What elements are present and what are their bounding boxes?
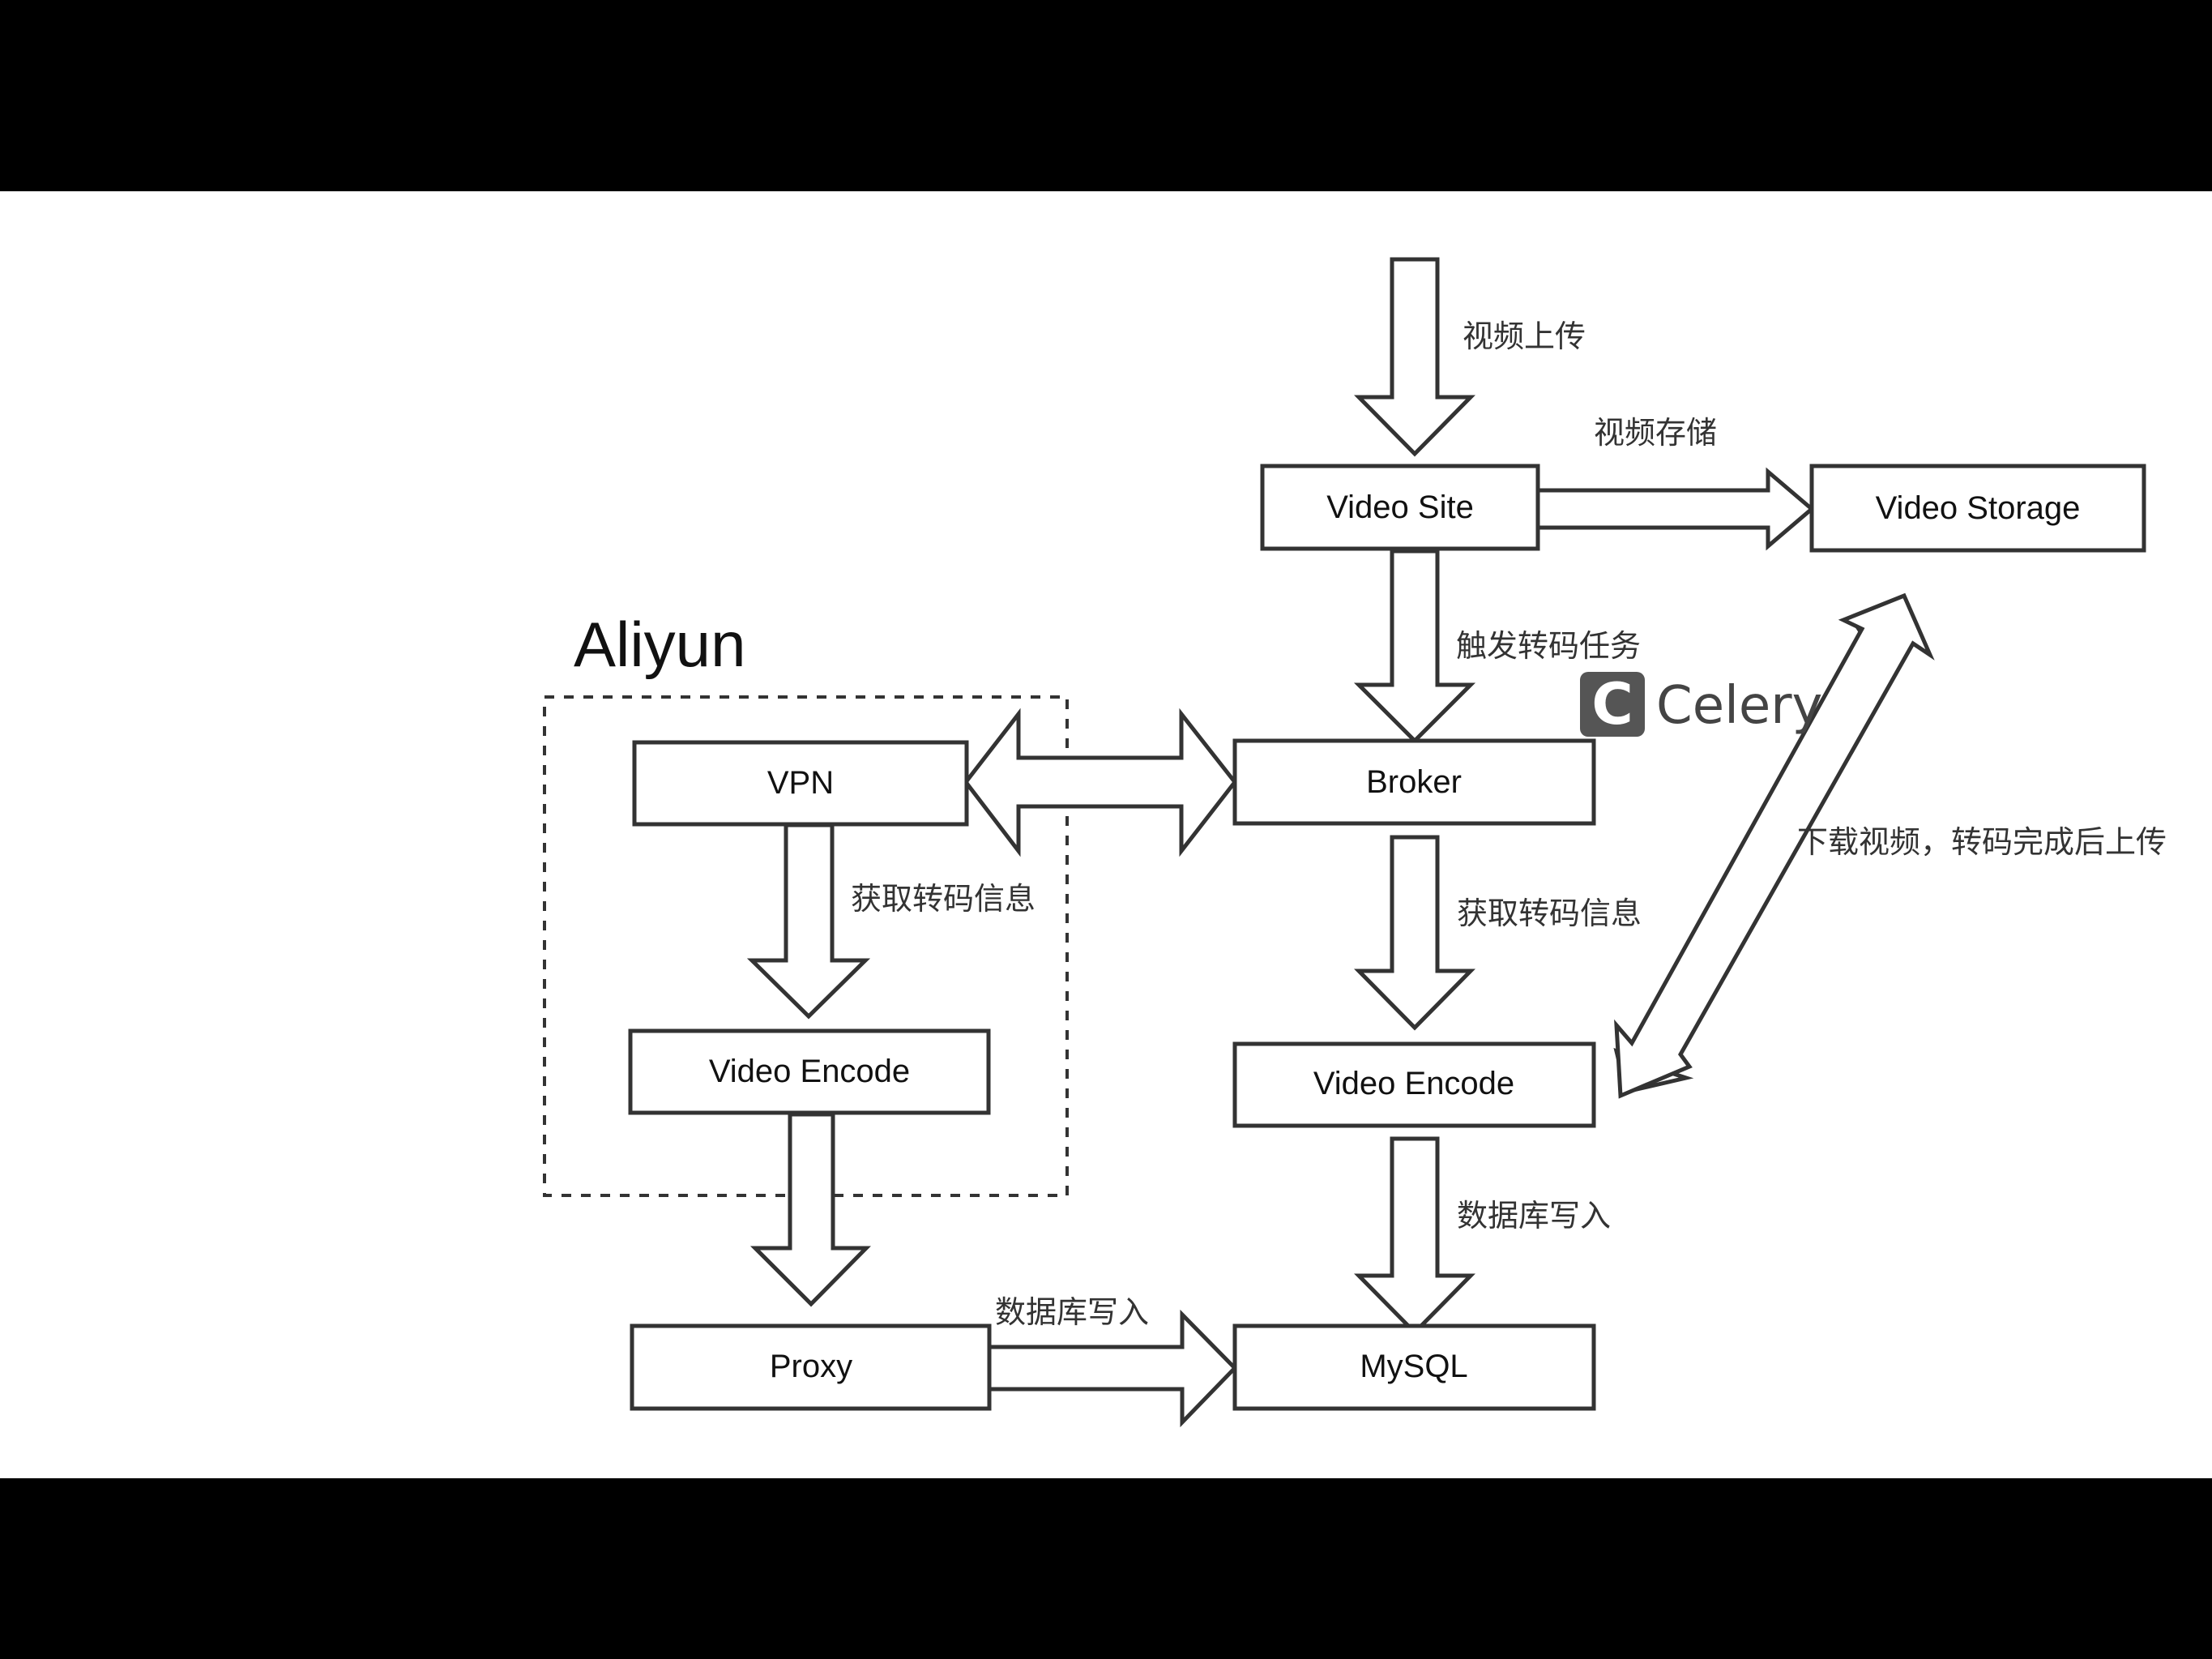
node-video-storage: [1809, 464, 2146, 553]
fetch-aliyun-arrow: [746, 823, 871, 1020]
video-site-label: Video Site: [1326, 490, 1474, 525]
trigger-arrow: [1353, 549, 1476, 744]
edge-label-fetch-aliyun: 获取转码信息: [851, 881, 1036, 917]
node-mysql: [1232, 1323, 1596, 1411]
node-proxy: [630, 1323, 992, 1411]
db-write-proxy-arrow: [987, 1309, 1238, 1428]
video-encode-local-label: Video Encode: [1313, 1066, 1514, 1101]
celery-logo-mark: [1580, 672, 1645, 737]
mysql-label: MySQL: [1360, 1349, 1467, 1384]
aliyun-title: Aliyun: [574, 609, 745, 680]
edge-label-storage: 视频存储: [1594, 415, 1717, 451]
celery-logo: C Celery: [1580, 671, 1822, 738]
upload-arrow: [1354, 257, 1475, 457]
proxy-label: Proxy: [770, 1349, 852, 1384]
edge-label-trigger: 触发转码任务: [1456, 628, 1641, 664]
aliyun-region: [543, 695, 1069, 1197]
node-video-site: [1260, 464, 1540, 551]
bottom-black-band: [0, 1478, 2212, 1659]
celery-logo-text: Celery: [1656, 676, 1822, 736]
node-video-encode-local: [1232, 1041, 1596, 1128]
broker-label: Broker: [1366, 764, 1462, 800]
edge-label-db-write-proxy: 数据库写入: [995, 1294, 1149, 1330]
video-storage-label: Video Storage: [1876, 490, 2081, 526]
encode-proxy-arrow: [749, 1112, 871, 1307]
top-black-band: [0, 0, 2212, 191]
node-video-encode-aliyun: [628, 1028, 991, 1115]
video-encode-aliyun-label: Video Encode: [709, 1054, 910, 1089]
fetch-local-arrow: [1354, 835, 1475, 1031]
edge-label-fetch-local: 获取转码信息: [1457, 896, 1642, 931]
celery-logo-mark-letter: C: [1591, 671, 1633, 738]
diagram-background: [0, 191, 2212, 1478]
download-upload-double-arrow-body: [1614, 592, 1935, 1099]
node-broker: [1232, 738, 1596, 826]
node-vpn: [632, 740, 969, 827]
storage-arrow: [1535, 467, 1815, 551]
edge-label-download-upload: 下载视频，转码完成后上传: [1797, 824, 2167, 860]
edge-label-upload: 视频上传: [1463, 319, 1586, 354]
vpn-label: VPN: [767, 765, 834, 801]
db-write-local-arrow: [1354, 1136, 1475, 1336]
edge-label-db-write-local: 数据库写入: [1457, 1198, 1611, 1234]
